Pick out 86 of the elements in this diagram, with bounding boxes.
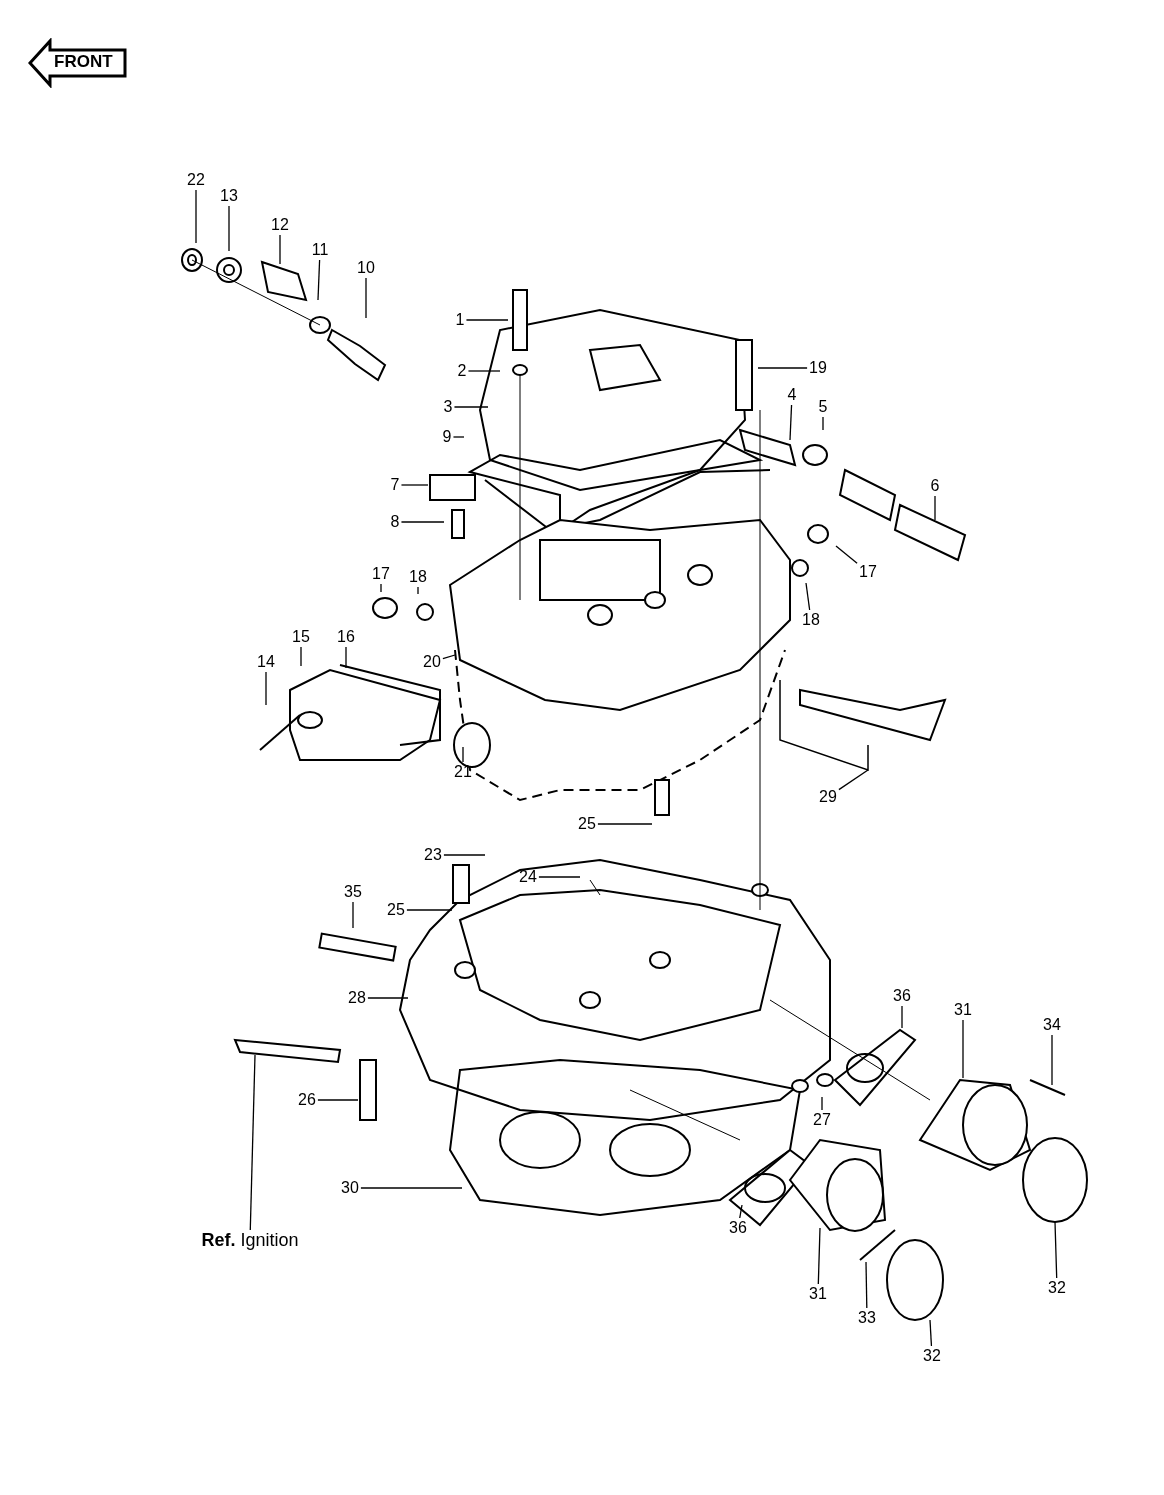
leader-line bbox=[317, 259, 321, 301]
leader-line bbox=[345, 646, 347, 669]
callout-number: 25 bbox=[387, 901, 405, 919]
leader-line bbox=[789, 404, 793, 441]
callout-number: 32 bbox=[1048, 1279, 1066, 1297]
leader-line bbox=[934, 495, 936, 521]
callout-number: 24 bbox=[519, 868, 537, 886]
callout-number: 33 bbox=[858, 1309, 876, 1327]
leader-line bbox=[317, 1099, 359, 1101]
leader-line bbox=[452, 436, 465, 438]
callout-number: 30 bbox=[341, 1179, 359, 1197]
callout-number: 1 bbox=[455, 311, 465, 329]
leader-line bbox=[380, 583, 382, 593]
callout-number: 17 bbox=[859, 563, 877, 581]
callout-number: 27 bbox=[813, 1111, 831, 1129]
callout-number: 31 bbox=[809, 1285, 827, 1303]
leader-line bbox=[1051, 1034, 1053, 1086]
leader-line bbox=[365, 277, 367, 319]
callout-number: 4 bbox=[787, 386, 797, 404]
leader-line bbox=[1054, 1221, 1058, 1279]
leader-line bbox=[962, 1019, 964, 1079]
callout-number: 10 bbox=[357, 259, 375, 277]
callout-number: 34 bbox=[1043, 1016, 1061, 1034]
leader-line bbox=[901, 1005, 903, 1029]
callout-number: 26 bbox=[298, 1091, 316, 1109]
leader-line bbox=[821, 1096, 823, 1111]
callout-number: 19 bbox=[809, 359, 827, 377]
leader-line bbox=[400, 484, 429, 486]
leader-line bbox=[453, 406, 489, 408]
leader-line bbox=[805, 582, 811, 611]
leader-line bbox=[360, 1187, 463, 1189]
callout-number: 23 bbox=[424, 846, 442, 864]
callout-number: 15 bbox=[292, 628, 310, 646]
leader-line bbox=[835, 545, 858, 564]
callout-number: 3 bbox=[443, 398, 453, 416]
leader-line bbox=[739, 1204, 743, 1219]
leader-line bbox=[195, 189, 197, 244]
reference-note: Ref. Ignition bbox=[201, 1231, 299, 1249]
callout-number: 31 bbox=[954, 1001, 972, 1019]
callout-number: 2 bbox=[457, 362, 467, 380]
leader-line bbox=[367, 997, 409, 999]
callout-number: 21 bbox=[454, 763, 472, 781]
callout-number: 12 bbox=[271, 216, 289, 234]
leader-line bbox=[300, 646, 302, 667]
callout-number: 22 bbox=[187, 171, 205, 189]
leader-line bbox=[228, 205, 230, 252]
leader-line bbox=[265, 671, 267, 706]
callout-number: 13 bbox=[220, 187, 238, 205]
leader-line bbox=[838, 769, 869, 791]
leader-line bbox=[817, 1227, 821, 1285]
leader-line bbox=[249, 1054, 256, 1231]
callout-number: 35 bbox=[344, 883, 362, 901]
callout-number: 20 bbox=[423, 653, 441, 671]
callout-number: 11 bbox=[311, 241, 329, 259]
leader-line bbox=[279, 234, 281, 265]
leader-line bbox=[442, 654, 456, 660]
callout-number: 29 bbox=[819, 788, 837, 806]
leader-line bbox=[400, 521, 445, 523]
callout-number: 28 bbox=[348, 989, 366, 1007]
leader-line bbox=[822, 416, 824, 431]
callout-number: 14 bbox=[257, 653, 275, 671]
callout-number: 7 bbox=[390, 476, 400, 494]
leader-line bbox=[929, 1319, 933, 1347]
callout-number: 36 bbox=[729, 1219, 747, 1237]
leader-line bbox=[465, 319, 509, 321]
leader-line bbox=[467, 370, 501, 372]
callout-number: 9 bbox=[442, 428, 452, 446]
callout-number: 17 bbox=[372, 565, 390, 583]
leader-line bbox=[865, 1261, 868, 1309]
callout-number: 18 bbox=[802, 611, 820, 629]
leader-line bbox=[417, 586, 419, 595]
callout-number: 5 bbox=[818, 398, 828, 416]
leader-line bbox=[406, 909, 453, 911]
callout-number: 25 bbox=[578, 815, 596, 833]
leader-line bbox=[462, 746, 464, 763]
front-arrow-sign: FRONT bbox=[28, 38, 128, 88]
callout-number: 16 bbox=[337, 628, 355, 646]
leader-line bbox=[443, 854, 486, 856]
callout-number: 36 bbox=[893, 987, 911, 1005]
callout-number: 18 bbox=[409, 568, 427, 586]
callout-number: 8 bbox=[390, 513, 400, 531]
callout-number: 32 bbox=[923, 1347, 941, 1365]
leader-line bbox=[597, 823, 653, 825]
leader-line bbox=[757, 367, 808, 369]
callout-number: 6 bbox=[930, 477, 940, 495]
leader-line bbox=[352, 901, 354, 929]
